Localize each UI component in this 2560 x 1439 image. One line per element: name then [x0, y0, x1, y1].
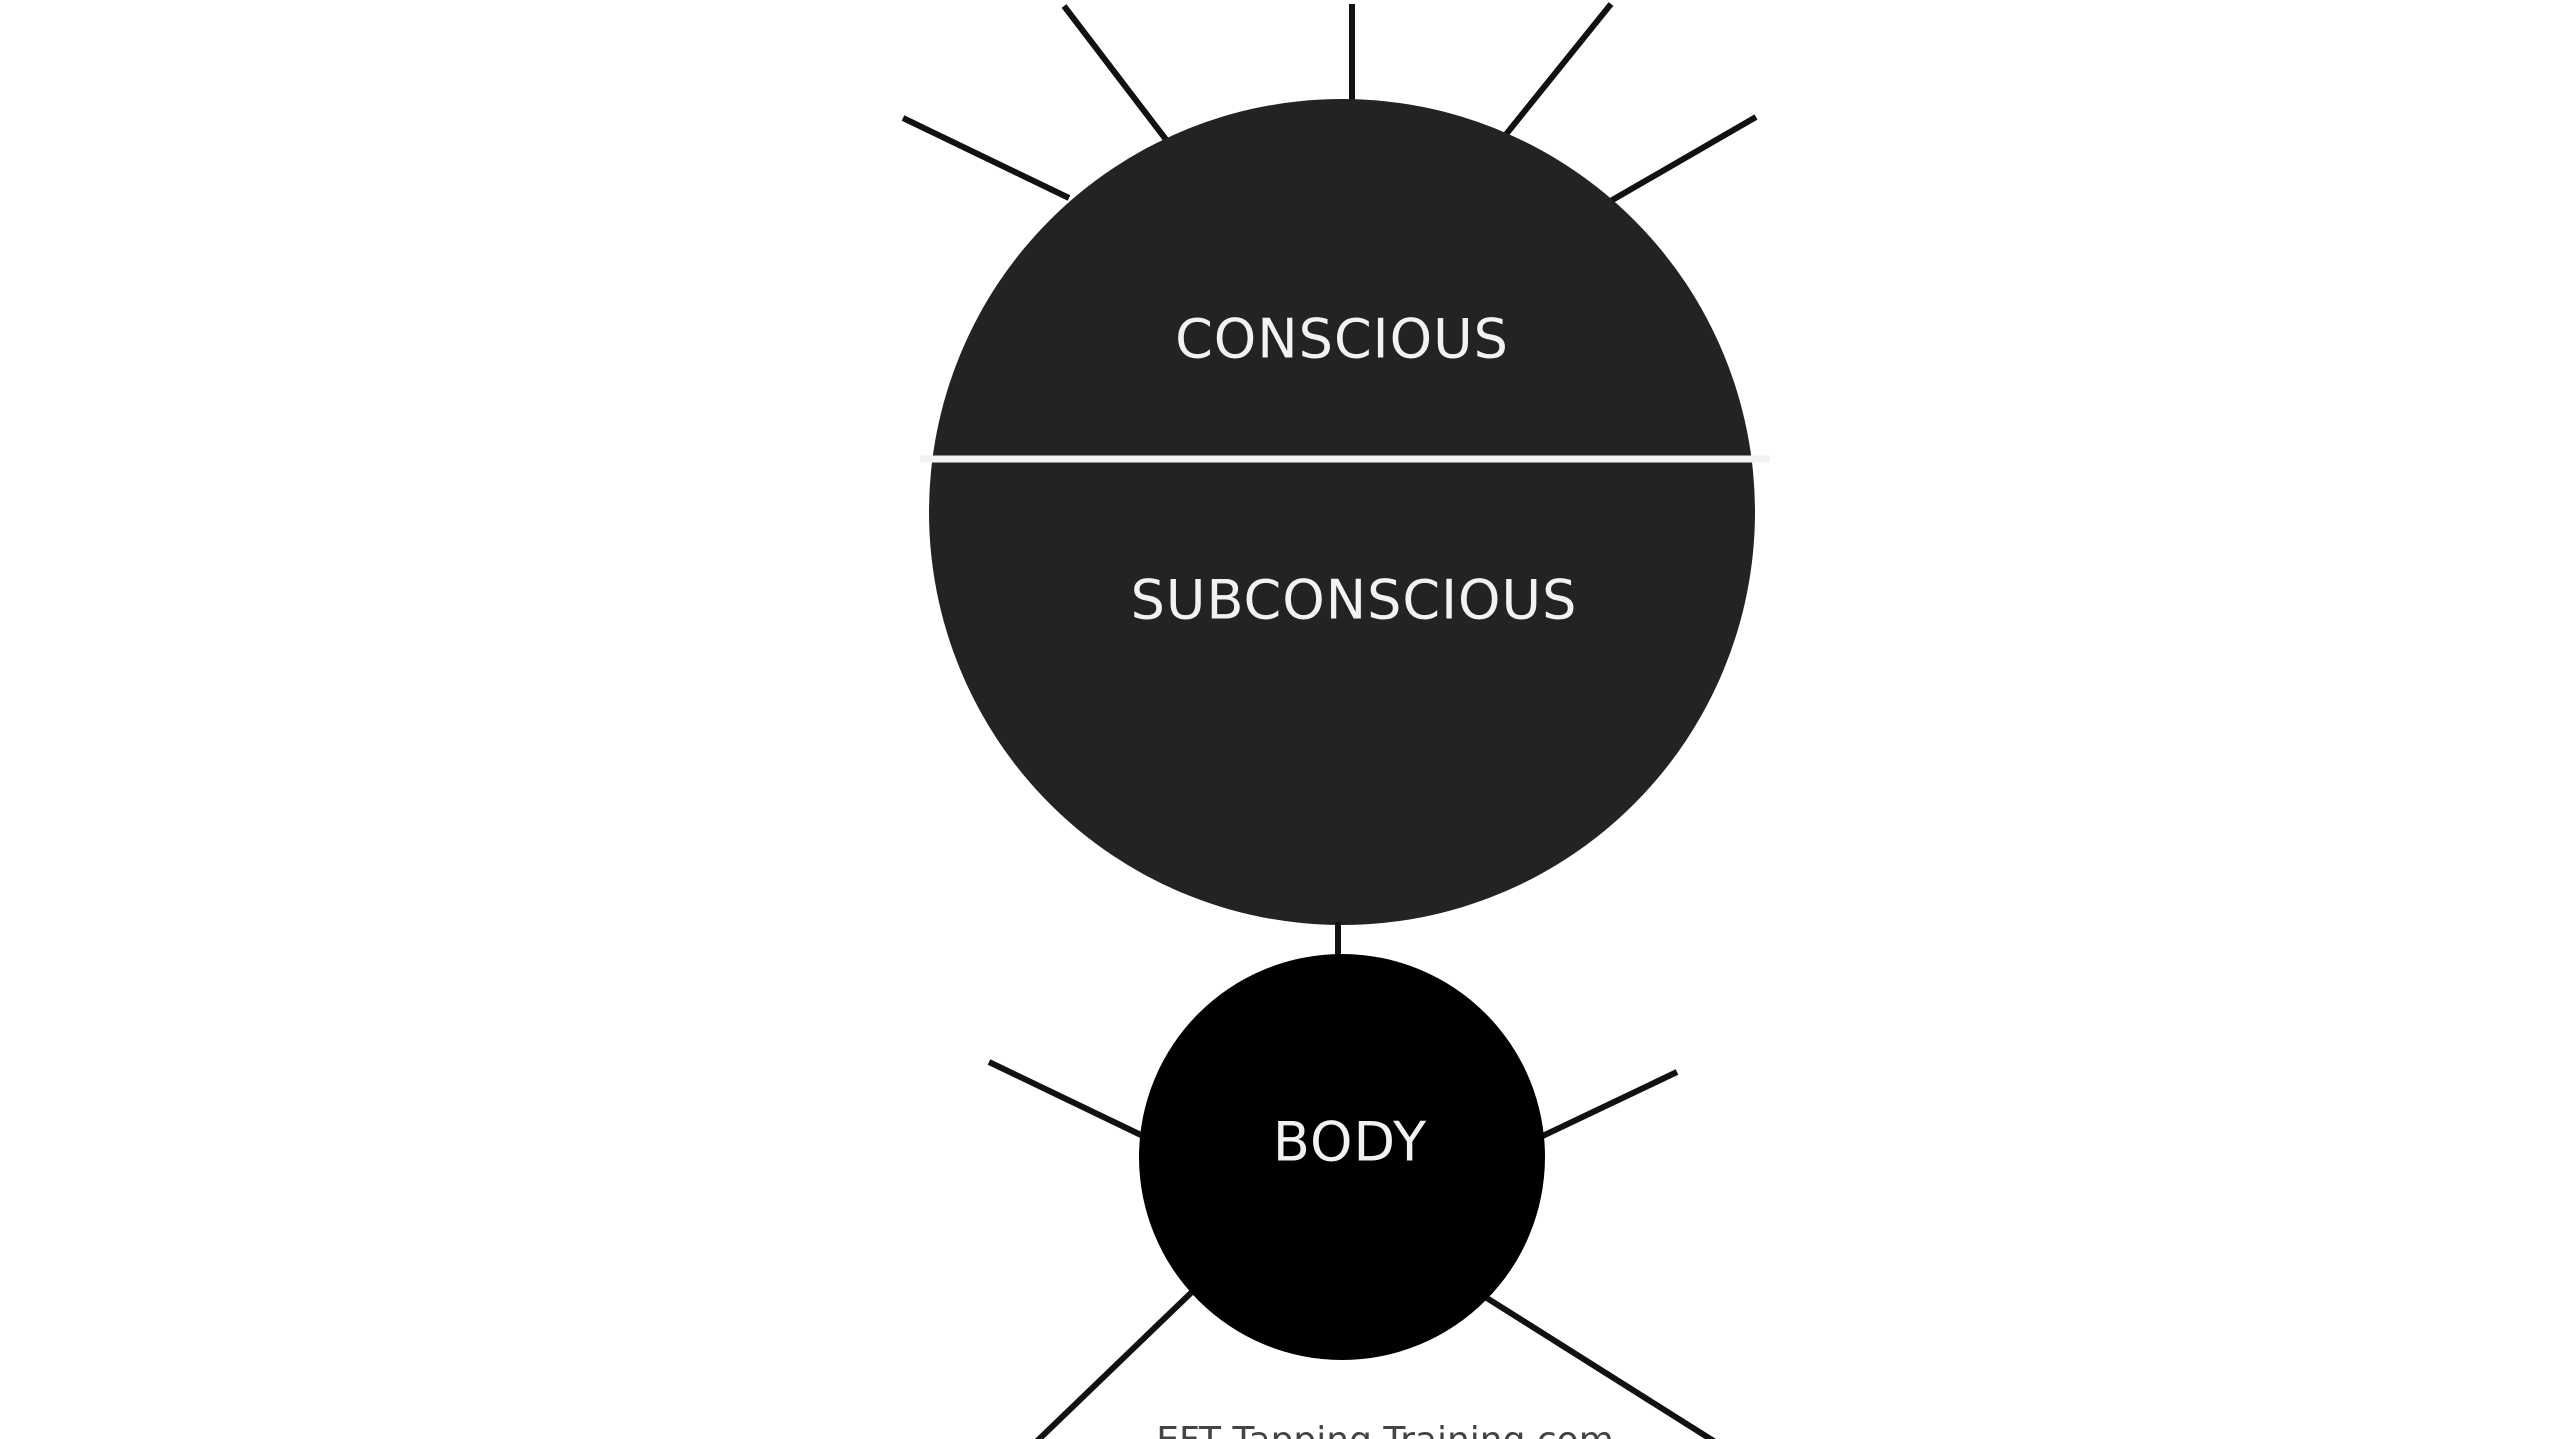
mind-ray: [1061, 4, 1180, 156]
body-circle: [1139, 954, 1545, 1360]
mind-circle: [929, 99, 1755, 925]
body-ray: [987, 1059, 1143, 1138]
body-ray: [1034, 1287, 1197, 1439]
mind-ray: [1492, 2, 1614, 150]
subconscious-label: SUBCONSCIOUS: [1131, 569, 1578, 632]
mind-ray: [901, 115, 1071, 201]
body-ray: [1480, 1292, 1717, 1439]
conscious-label: CONSCIOUS: [1175, 308, 1509, 371]
credit-text: EFT Tapping Training.com: [1156, 1420, 1614, 1439]
body-label: BODY: [1273, 1111, 1427, 1174]
mind-ray: [1593, 114, 1758, 213]
